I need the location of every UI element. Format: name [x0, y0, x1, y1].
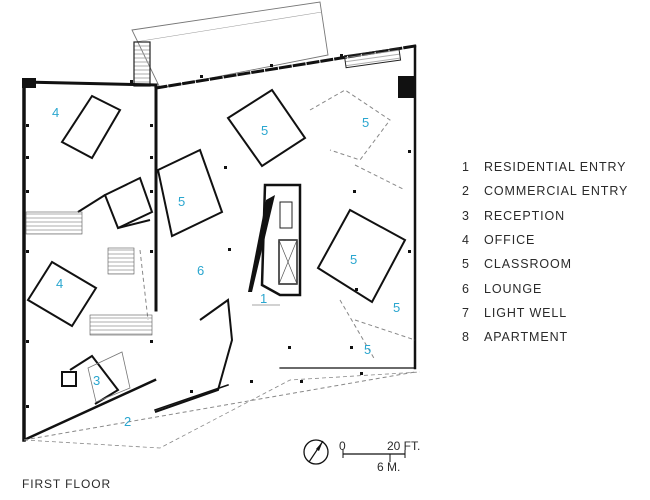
legend-number: 4 — [462, 233, 470, 248]
legend-item: 7 LIGHT WELL — [462, 301, 642, 325]
room-label: 5 — [350, 252, 357, 267]
room-label: 5 — [178, 194, 185, 209]
dashed-partitions — [23, 89, 416, 441]
upper-canopy — [131, 1, 329, 89]
legend-item: 3 RECEPTION — [462, 204, 642, 228]
scale-feet-label: 20 FT. — [387, 439, 420, 453]
legend-item: 4 OFFICE — [462, 228, 642, 252]
legend-item: 8 APARTMENT — [462, 325, 642, 349]
legend-item: 1 RESIDENTIAL ENTRY — [462, 155, 642, 179]
room-label: 5 — [362, 115, 369, 130]
central-core — [248, 183, 302, 297]
floor-title: FIRST FLOOR — [22, 477, 112, 491]
room-outlines — [26, 88, 407, 413]
room-label: 5 — [364, 342, 371, 357]
north-arrow-icon — [303, 439, 329, 465]
legend-number: 7 — [462, 305, 470, 320]
legend-label: RESIDENTIAL ENTRY — [484, 160, 627, 175]
legend-number: 5 — [462, 257, 470, 272]
room-label: 5 — [393, 300, 400, 315]
exterior-walls — [22, 44, 417, 442]
room-labels: 4 5 5 5 5 6 4 1 5 5 3 2 — [52, 105, 400, 429]
property-line — [23, 371, 421, 449]
scale-meters-label: 6 M. — [377, 460, 400, 474]
room-label: 1 — [260, 291, 267, 306]
west-stair — [25, 211, 83, 235]
room-label: 5 — [261, 123, 268, 138]
room-label: 4 — [56, 276, 63, 291]
legend-label: OFFICE — [484, 233, 536, 248]
scale-bar: 0 20 FT. 6 M. — [339, 439, 420, 474]
legend-label: APARTMENT — [484, 330, 569, 345]
legend-label: CLASSROOM — [484, 257, 572, 272]
legend-label: LIGHT WELL — [484, 305, 568, 320]
scale-zero-label: 0 — [339, 439, 346, 453]
north-stair — [133, 41, 151, 87]
legend: 1 RESIDENTIAL ENTRY 2 COMMERCIAL ENTRY 3 RE… — [462, 155, 642, 349]
south-stair — [89, 314, 153, 336]
columns — [26, 54, 411, 408]
legend-number: 2 — [462, 184, 470, 199]
legend-item: 2 COMMERCIAL ENTRY — [462, 179, 642, 203]
legend-number: 6 — [462, 281, 470, 296]
ne-stair — [343, 47, 402, 69]
reception-area — [61, 351, 131, 405]
room-label: 6 — [197, 263, 204, 278]
room-label: 2 — [124, 414, 131, 429]
nw-column — [22, 78, 36, 88]
legend-label: LOUNGE — [484, 281, 543, 296]
room-label: 4 — [52, 105, 59, 120]
inner-stair — [107, 247, 135, 275]
legend-item: 5 CLASSROOM — [462, 252, 642, 276]
room-label: 3 — [93, 373, 100, 388]
legend-number: 1 — [462, 160, 470, 175]
legend-label: COMMERCIAL ENTRY — [484, 184, 629, 199]
legend-label: RECEPTION — [484, 208, 566, 223]
ne-column — [398, 76, 414, 98]
legend-number: 8 — [462, 330, 470, 345]
legend-item: 6 LOUNGE — [462, 276, 642, 300]
legend-number: 3 — [462, 208, 470, 223]
